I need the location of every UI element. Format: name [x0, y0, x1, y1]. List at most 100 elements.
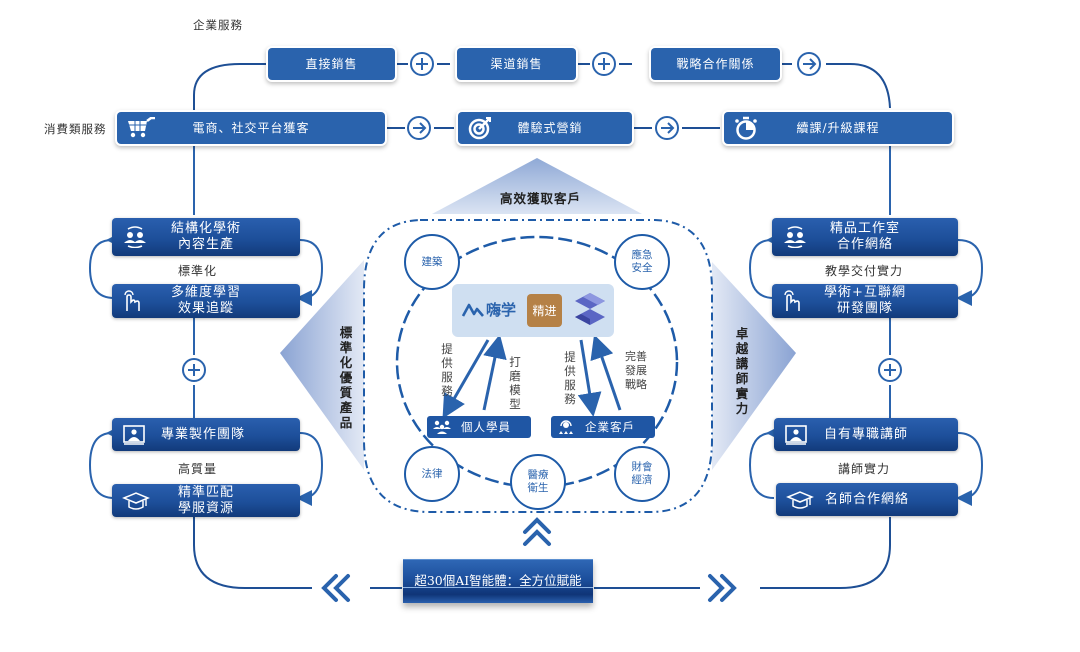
structured-content-label: 結構化學術內容生產 [171, 221, 241, 253]
line: 效果追蹤 [177, 301, 234, 316]
jingjin-brand-badge: 精进 [527, 294, 562, 327]
brand-logo-panel: 嗨学 精进 [452, 284, 614, 337]
channel-sales-box[interactable]: 渠道銷售 [457, 48, 576, 80]
famous-teachers-label: 名師合作網絡 [824, 491, 909, 507]
plus-circle-icon [410, 52, 434, 76]
in-house-lecturers-label: 自有專職講師 [823, 426, 908, 442]
lecturer-strength-caption: 講師實力 [838, 462, 891, 476]
line: 精準匹配 [177, 484, 234, 500]
arrow-right-circle-icon [407, 116, 431, 140]
plus-circle-icon [182, 358, 206, 382]
s-cube-logo-icon [575, 293, 605, 325]
triangle-top [432, 158, 642, 214]
line: 安全 [631, 262, 653, 274]
domain-circle-law[interactable]: 法律 [404, 446, 460, 502]
circle-label: 應急安全 [632, 249, 653, 275]
domain-circle-finance-economics[interactable]: 財會經濟 [614, 446, 670, 502]
domain-circle-emergency-safety[interactable]: 應急安全 [614, 234, 670, 290]
presenter-screen-icon [784, 424, 808, 446]
circle-label: 醫療衛生 [528, 469, 549, 495]
circle-label: 財會經濟 [632, 461, 653, 487]
circle-label: 建築 [421, 255, 443, 268]
domain-circle-construction[interactable]: 建築 [404, 234, 460, 290]
line: 多維度學習 [170, 285, 241, 300]
line: 醫療 [527, 469, 549, 481]
structured-content-box[interactable]: 結構化學術內容生產 [112, 218, 300, 256]
line: 經濟 [631, 474, 653, 486]
line: 精品工作室 [829, 221, 900, 236]
outer-dashdot-frame [363, 219, 713, 513]
vertical-text: 標準化優質產品 [339, 325, 353, 430]
line: 衛生 [527, 482, 549, 494]
lecturer-excellence-title: 卓越講師實力 [734, 326, 750, 416]
studio-network-box[interactable]: 精品工作室合作網絡 [772, 218, 958, 256]
line: 學服資源 [177, 500, 234, 516]
line: 發展 [625, 364, 647, 377]
ai-agents-banner[interactable]: 超30個AI智能體：全方位賦能 [403, 559, 593, 603]
individual-learners-label: 個人學員 [461, 420, 511, 434]
strategic-partnership-box[interactable]: 戰略合作關係 [651, 48, 780, 80]
learning-tracking-box[interactable]: 多維度學習效果追蹤 [112, 284, 300, 318]
enterprise-clients-box[interactable]: 企業客戶 [551, 416, 655, 438]
line: 內容生產 [177, 237, 234, 252]
haixue-brand-text: 嗨学 [486, 301, 517, 319]
standardized-products-title: 標準化優質產品 [338, 325, 354, 430]
line: 學術+互聯網 [824, 285, 906, 300]
polish-model-label: 打磨模型 [508, 355, 522, 411]
production-team-label: 專業製作團隊 [160, 426, 245, 442]
arrow-right-circle-icon [797, 52, 821, 76]
graduation-cap-icon [122, 490, 150, 512]
research-team-box[interactable]: 學術+互聯網研發團隊 [772, 284, 958, 318]
stopwatch-icon [734, 116, 758, 140]
research-team-label: 學術+互聯網研發團隊 [824, 285, 906, 317]
provide-service-right-label: 提供服務 [563, 350, 577, 406]
ecommerce-acquisition-box[interactable]: 電商、社交平台獲客 [117, 112, 385, 144]
learning-tracking-label: 多維度學習效果追蹤 [171, 285, 241, 317]
vertical-text: 卓越講師實力 [735, 326, 749, 416]
group-people-icon [432, 419, 452, 435]
vertical-text: 提供服務 [564, 350, 576, 406]
experiential-marketing-label: 體驗式營銷 [517, 121, 583, 135]
line: 戰略 [625, 378, 647, 391]
plus-circle-icon [592, 52, 616, 76]
haixue-logo-icon [462, 303, 484, 317]
famous-teachers-box[interactable]: 名師合作網絡 [776, 483, 958, 516]
target-icon [468, 116, 492, 140]
line: 研發團隊 [836, 301, 893, 316]
arrow-right-circle-icon [655, 116, 679, 140]
triangle-left [280, 260, 364, 470]
line: 合作網絡 [836, 237, 893, 252]
improve-strategy-label: 完善 發展 戰略 [625, 350, 647, 392]
people-cycle-icon [782, 226, 808, 248]
direct-sales-label: 直接銷售 [305, 57, 358, 71]
renewal-upgrade-box[interactable]: 續課/升級課程 [724, 112, 952, 144]
standardization-caption: 標準化 [178, 264, 218, 278]
channel-sales-label: 渠道銷售 [490, 57, 543, 71]
line: 財會 [631, 461, 653, 473]
individual-learners-box[interactable]: 個人學員 [427, 416, 531, 438]
inner-dashed-ring [395, 235, 679, 489]
consumer-service-label: 消費類服務 [44, 122, 107, 136]
experiential-marketing-box[interactable]: 體驗式營銷 [458, 112, 632, 144]
direct-sales-box[interactable]: 直接銷售 [268, 48, 395, 80]
domain-circle-healthcare[interactable]: 醫療衛生 [510, 454, 566, 510]
in-house-lecturers-box[interactable]: 自有專職講師 [774, 418, 958, 451]
enterprise-clients-label: 企業客戶 [585, 420, 635, 434]
teaching-delivery-caption: 教學交付實力 [825, 264, 904, 278]
plus-circle-icon [878, 358, 902, 382]
circle-label: 法律 [421, 467, 443, 480]
efficient-acquisition-title: 高效獲取客戶 [500, 191, 582, 206]
headset-agent-icon [556, 419, 576, 435]
chevron-double-left-icon [321, 574, 350, 602]
touch-hand-icon [782, 289, 802, 313]
provide-service-left-label: 提供服務 [440, 342, 454, 398]
high-quality-caption: 高質量 [178, 462, 218, 476]
chevron-up-icon [523, 517, 551, 546]
production-team-box[interactable]: 專業製作團隊 [112, 418, 300, 451]
graduation-cap-icon [786, 489, 814, 511]
people-cycle-icon [122, 226, 148, 248]
ecommerce-acquisition-label: 電商、社交平台獲客 [192, 121, 310, 135]
line: 完善 [625, 350, 647, 363]
precise-matching-box[interactable]: 精準匹配學服資源 [112, 484, 300, 517]
